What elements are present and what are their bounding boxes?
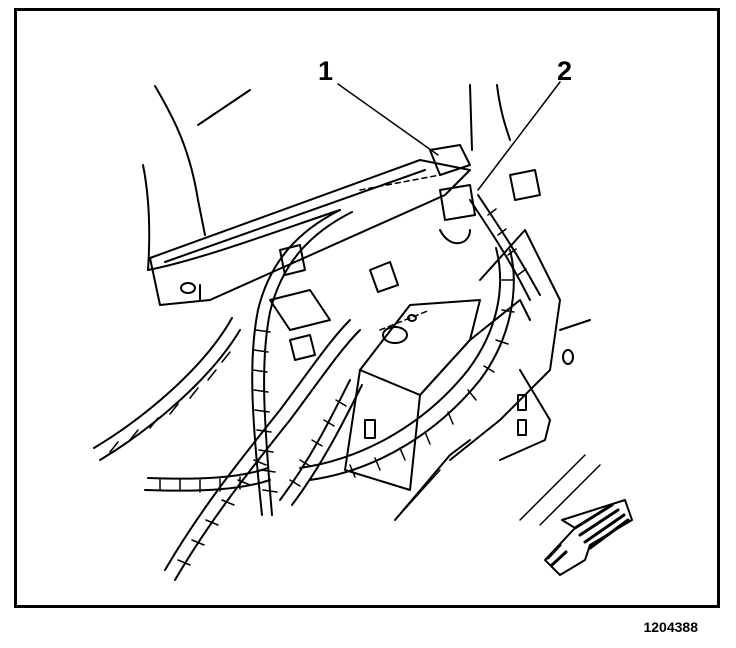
wire-harnesses [93, 194, 541, 581]
leader-line-2 [477, 81, 561, 191]
floor-lines [394, 454, 601, 526]
figure-number: 1204388 [643, 619, 698, 635]
connector-assembly [269, 144, 541, 361]
seat-rail [149, 159, 471, 306]
callout-2: 2 [557, 56, 573, 86]
leader-line-1 [337, 83, 439, 156]
callout-1: 1 [318, 56, 334, 86]
front-direction-arrow-icon [544, 499, 633, 576]
right-bracket [394, 229, 591, 521]
callout-leaders [337, 81, 561, 191]
harness-wrap-ticks [109, 208, 527, 566]
hidden-lines [359, 174, 441, 331]
control-module [344, 299, 531, 491]
seat-back-outline [142, 84, 511, 271]
